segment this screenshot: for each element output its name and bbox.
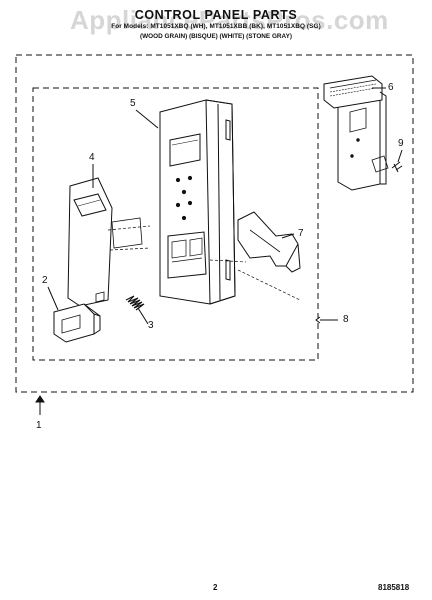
screw (391, 161, 403, 173)
membrane-panel (67, 177, 151, 307)
spring (125, 295, 145, 311)
door-release-button (53, 303, 101, 343)
callout-5: 5 (130, 98, 136, 109)
page-number: 2 (213, 583, 218, 592)
control-panel-body (159, 99, 236, 305)
door-latch-lever (209, 211, 301, 301)
color-list: (WOOD GRAIN) (BISQUE) (WHITE) (STONE GRA… (140, 33, 292, 40)
callout-1: 1 (36, 420, 42, 431)
document-number: 8185818 (378, 583, 410, 592)
leader-2 (47, 286, 59, 311)
leader-7 (281, 233, 295, 239)
leader-8-arrow (315, 316, 321, 324)
callout-2: 2 (42, 275, 48, 286)
callout-3: 3 (148, 320, 154, 331)
callout-4: 4 (89, 152, 95, 163)
leader-1-arrow (35, 395, 45, 403)
outer-assembly-frame (15, 54, 414, 393)
callout-7: 7 (298, 228, 304, 239)
inner-assembly-frame (32, 87, 319, 361)
callout-8: 8 (343, 314, 349, 325)
callout-9: 9 (398, 138, 404, 149)
control-circuit-board (323, 75, 389, 191)
model-list: For Models: MT1051XBQ (WH), MT1051XBB (B… (111, 23, 321, 30)
watermark: AppliancePartsPros.com (70, 5, 389, 35)
page-title: CONTROL PANEL PARTS (134, 8, 298, 22)
leader-9 (397, 149, 403, 163)
leader-3 (137, 307, 149, 325)
leader-5 (135, 109, 159, 129)
callout-6: 6 (388, 82, 394, 93)
